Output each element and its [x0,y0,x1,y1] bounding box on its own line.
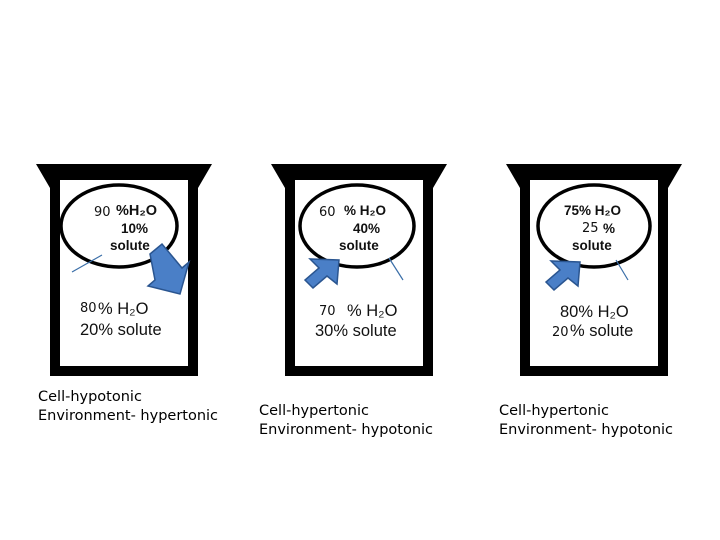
caption-cell-2: Cell-hypertonic [259,403,369,419]
caption-cell-3: Cell-hypertonic [499,403,609,419]
cell-annotation-3: 25 [582,221,599,236]
caption-environment-2: Environment- hypotonic [259,422,434,438]
caption-2: Cell-hypertonic Environment- hypotonic [259,402,433,440]
beaker-2: 60 % H₂O 40% solute 70 % H₂O 30% solute [269,162,449,380]
caption-cell-1: Cell-hypotonic [38,389,142,405]
cell-annotation-1: 90 [94,205,111,220]
annotation-line-3 [615,259,629,281]
env-annotation-1: 80 [80,301,97,316]
beaker-outline-1 [36,164,212,376]
env-solute-label-2: 30% solute [315,322,397,340]
env-water-label-1: % H₂O [98,300,149,318]
cell-percent-2: 40% [353,221,381,236]
cell-solute-label-3: solute [572,238,612,253]
env-water-label-3: 80% H₂O [560,303,629,321]
caption-environment-3: Environment- hypotonic [499,422,674,438]
annotation-line-1 [71,254,103,273]
env-solute-label-3: % solute [570,322,634,340]
cell-membrane-2 [298,183,416,269]
cell-percent-3: % [603,221,616,236]
env-solute-label-1: 20% solute [80,321,162,339]
osmosis-arrow-3 [544,260,581,292]
caption-3: Cell-hypertonic Environment- hypotonic [499,402,673,440]
beaker-3: 75% H₂O 25 % solute 80% H₂O 20 % solute [504,162,684,380]
cell-water-label-2: % H₂O [344,203,387,218]
osmosis-arrow-2 [303,258,340,290]
beaker-outline-3 [506,164,682,376]
env-annotation-2: 70 [319,304,336,319]
cell-percent-1: 10% [121,221,149,236]
cell-membrane-3 [536,183,652,269]
cell-water-label-1: %H₂O [116,203,158,219]
cell-solute-label-2: solute [339,238,379,253]
cell-membrane-1 [59,183,179,269]
cell-solute-label-1: solute [110,238,150,253]
beaker-1: 90 %H₂O 10% solute 80 % H₂O 20% solute [34,162,214,380]
caption-1: Cell-hypotonic Environment- hypertonic [38,388,218,426]
cell-water-label-3: 75% H₂O [564,203,622,218]
caption-environment-1: Environment- hypertonic [38,408,219,424]
osmosis-arrow-1 [146,242,191,295]
annotation-line-2 [388,257,404,281]
env-annotation-3: 20 [552,325,569,340]
cell-annotation-2: 60 [319,205,336,220]
env-water-label-2: % H₂O [347,302,398,320]
beaker-outline-2 [271,164,447,376]
